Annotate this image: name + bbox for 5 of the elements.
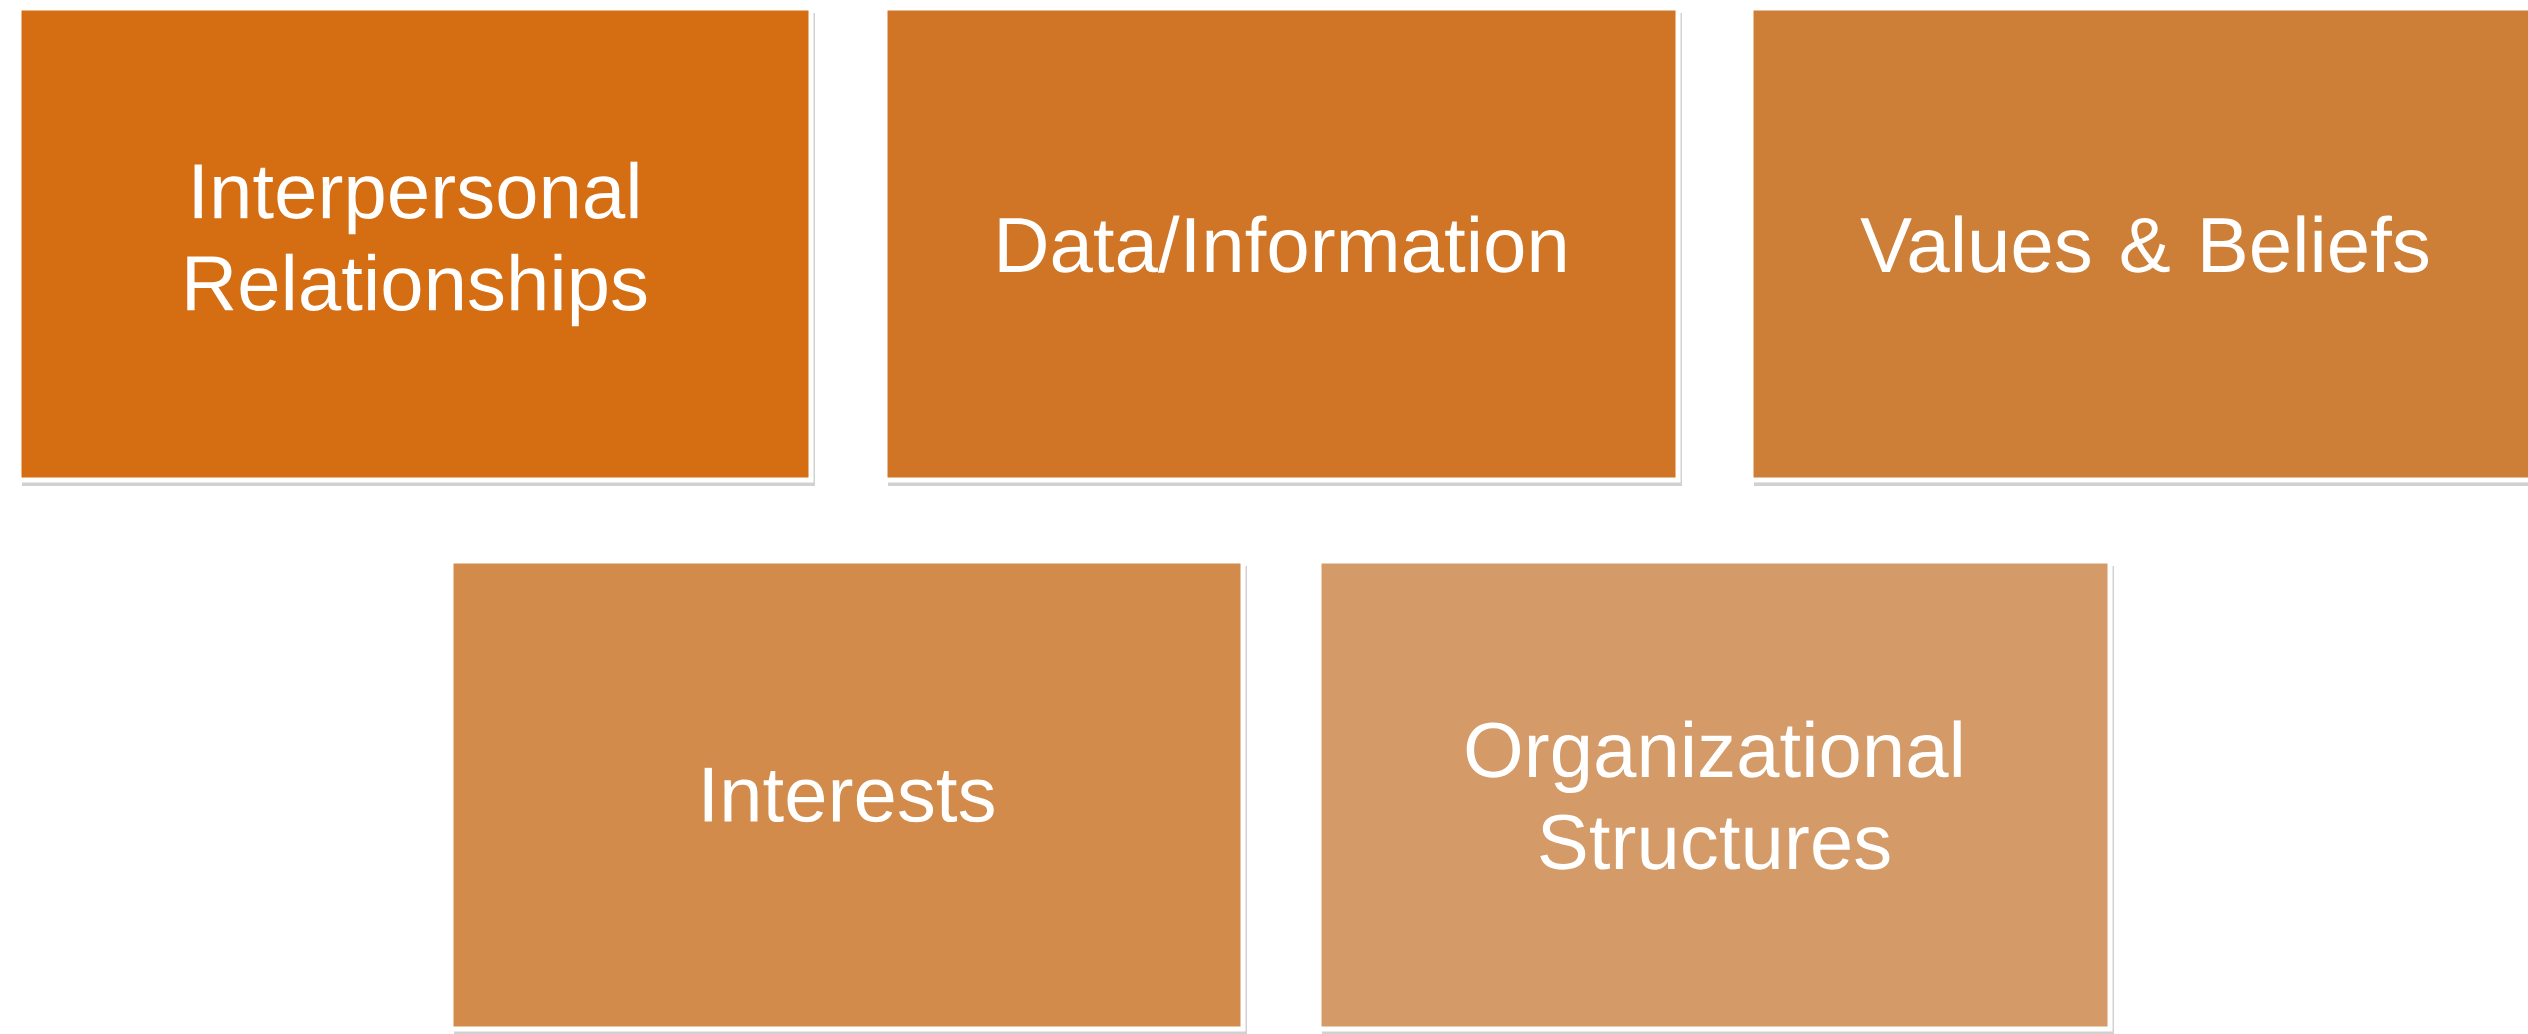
category-box: Values & Beliefs [1748, 5, 2528, 486]
category-box: Data/Information [882, 5, 1682, 486]
category-box: Interpersonal Relationships [16, 5, 815, 486]
category-box: Organizational Structures [1316, 558, 2114, 1034]
category-box: Interests [448, 558, 1247, 1034]
